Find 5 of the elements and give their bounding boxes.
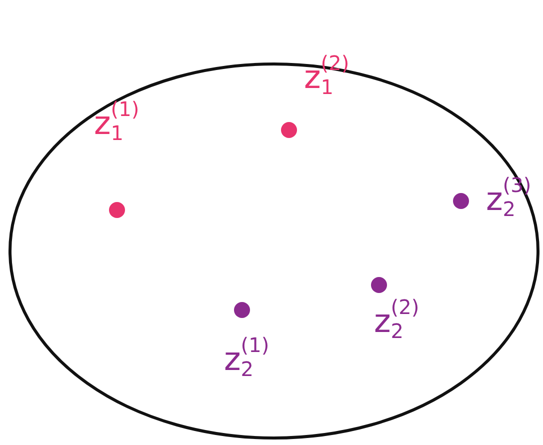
point-dot: [453, 193, 469, 209]
point-dot: [109, 202, 125, 218]
point-dot: [371, 277, 387, 293]
point-dot: [281, 122, 297, 138]
point-dot: [234, 302, 250, 318]
